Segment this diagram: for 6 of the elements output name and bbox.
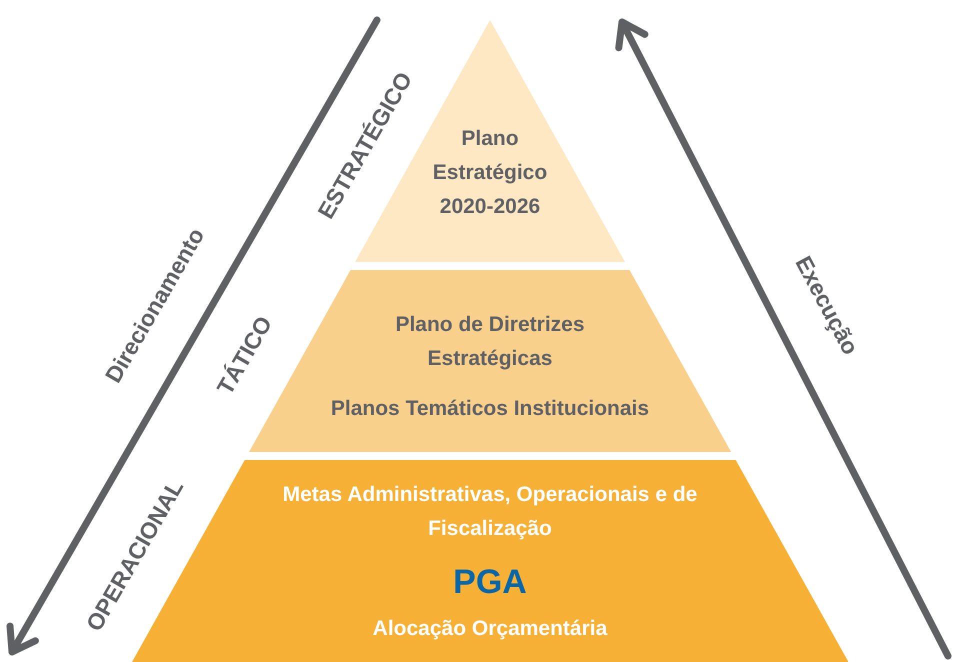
plan-text: Planos Temáticos Institucionais	[330, 396, 650, 422]
goals-text: Metas Administrativas, Operacionais e de Fiscalização	[282, 482, 698, 542]
plan-text: Plano de Diretrizes Estratégicas	[394, 312, 586, 372]
plan-text: Plano Estratégico 2020-2026	[432, 126, 548, 220]
program-acronym: PGA	[452, 562, 528, 602]
budget-text: Alocação Orçamentária	[372, 616, 608, 642]
